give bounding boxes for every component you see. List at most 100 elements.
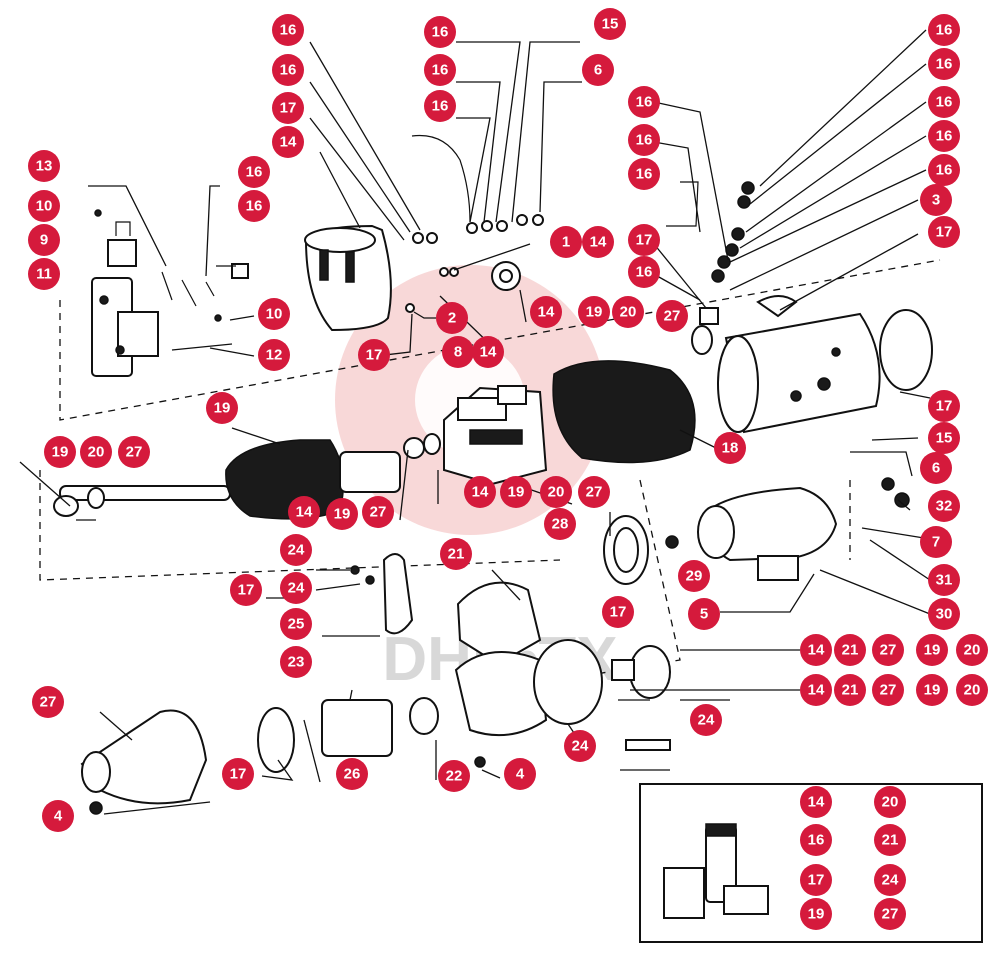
callout-number: 12 — [266, 347, 283, 364]
callout-number: 29 — [686, 568, 703, 585]
callout-19: 19 — [326, 498, 358, 530]
callout-marker — [258, 298, 290, 330]
callout-number: 27 — [40, 694, 57, 711]
callout-number: 6 — [932, 460, 940, 477]
callout-number: 21 — [448, 546, 465, 563]
armature — [53, 433, 441, 520]
pinion — [257, 697, 439, 773]
callout-number: 16 — [636, 94, 653, 111]
callout-number: 27 — [880, 682, 897, 699]
callout-number: 14 — [280, 134, 297, 151]
callout-marker — [612, 296, 644, 328]
callout-16: 16 — [238, 190, 270, 222]
callout-number: 7 — [932, 534, 940, 551]
callout-number: 16 — [808, 832, 825, 849]
callout-31: 31 — [928, 564, 960, 596]
callout-marker — [504, 758, 536, 790]
bushing — [491, 261, 521, 291]
callout-marker — [928, 154, 960, 186]
callout-marker — [424, 90, 456, 122]
callout-marker — [80, 436, 112, 468]
callout-marker — [272, 54, 304, 86]
callout-number: 27 — [882, 906, 899, 923]
callout-12: 12 — [258, 339, 290, 371]
callout-marker — [440, 538, 472, 570]
callout-number: 19 — [924, 682, 941, 699]
callout-number: 25 — [288, 616, 305, 633]
callout-20: 20 — [540, 476, 572, 508]
callout-number: 32 — [936, 498, 953, 515]
callout-marker — [872, 634, 904, 666]
callout-number: 16 — [246, 198, 263, 215]
callout-number: 19 — [808, 906, 825, 923]
callout-16: 16 — [628, 158, 660, 190]
callout-number: 16 — [280, 62, 297, 79]
callout-marker — [800, 786, 832, 818]
callout-marker — [834, 634, 866, 666]
callout-marker — [628, 256, 660, 288]
callout-marker — [118, 436, 150, 468]
callout-number: 20 — [88, 444, 105, 461]
callout-marker — [956, 634, 988, 666]
callout-15: 15 — [928, 422, 960, 454]
callout-32: 32 — [928, 490, 960, 522]
callout-27: 27 — [578, 476, 610, 508]
callout-16: 16 — [628, 124, 660, 156]
callout-marker — [206, 392, 238, 424]
callout-22: 22 — [438, 760, 470, 792]
leader-lines — [19, 29, 931, 815]
callout-number: 8 — [454, 344, 462, 361]
callout-marker — [928, 390, 960, 422]
callout-marker — [28, 258, 60, 290]
callout-16: 16 — [272, 14, 304, 46]
callout-marker — [230, 574, 262, 606]
callout-marker — [874, 824, 906, 856]
callout-8: 8 — [442, 336, 474, 368]
callout-number: 19 — [924, 642, 941, 659]
callout-number: 23 — [288, 654, 305, 671]
callout-number: 16 — [636, 264, 653, 281]
callout-marker — [222, 758, 254, 790]
callout-marker — [438, 760, 470, 792]
callout-16: 16 — [238, 156, 270, 188]
callout-29: 29 — [678, 560, 710, 592]
callout-11: 11 — [28, 258, 60, 290]
callout-marker — [272, 92, 304, 124]
callout-marker — [238, 156, 270, 188]
callout-number: 15 — [602, 16, 619, 33]
callout-number: 17 — [636, 232, 653, 249]
callout-marker — [678, 560, 710, 592]
callout-number: 16 — [432, 98, 449, 115]
callout-marker — [578, 296, 610, 328]
callout-marker — [956, 674, 988, 706]
callout-marker — [628, 86, 660, 118]
callout-10: 10 — [28, 190, 60, 222]
callout-number: 27 — [370, 504, 387, 521]
callout-17: 17 — [358, 339, 390, 371]
callout-number: 24 — [572, 738, 589, 755]
callout-24: 24 — [280, 534, 312, 566]
callout-17: 17 — [628, 224, 660, 256]
callout-27: 27 — [872, 634, 904, 666]
callout-marker — [928, 14, 960, 46]
callout-number: 24 — [288, 542, 305, 559]
callout-number: 22 — [446, 768, 463, 785]
callout-number: 27 — [880, 642, 897, 659]
callout-marker — [800, 864, 832, 896]
callout-marker — [800, 674, 832, 706]
callout-marker — [424, 16, 456, 48]
callout-16: 16 — [928, 86, 960, 118]
callout-number: 26 — [344, 766, 361, 783]
callout-marker — [280, 646, 312, 678]
drive-housing — [454, 581, 671, 751]
callout-24: 24 — [874, 864, 906, 896]
callout-marker — [920, 452, 952, 484]
callout-1: 1 — [550, 226, 582, 258]
callout-14: 14 — [800, 634, 832, 666]
callout-number: 14 — [538, 304, 555, 321]
callout-marker — [258, 339, 290, 371]
callout-marker — [688, 598, 720, 630]
callout-16: 16 — [272, 54, 304, 86]
callout-marker — [540, 476, 572, 508]
